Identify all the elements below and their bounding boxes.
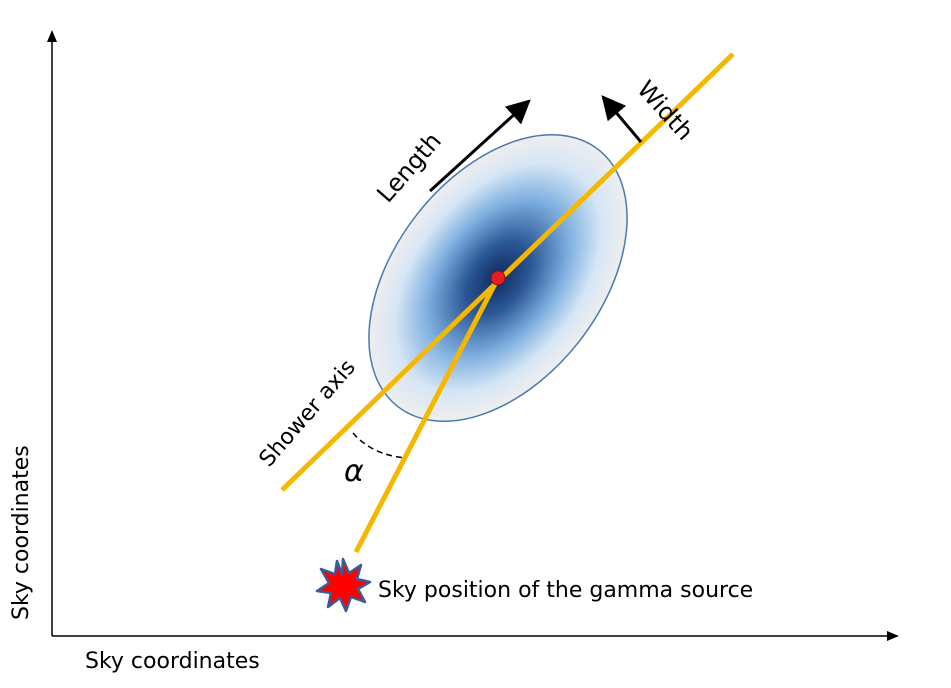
width-arrow [601,95,643,143]
y-axis-title: Sky coordinates [9,445,34,620]
length-arrow [428,99,531,193]
alpha-arc [352,432,407,459]
source-label: Sky position of the gamma source [378,578,753,603]
x-axis-title: Sky coordinates [85,649,260,674]
shower-axis-line [280,52,735,492]
centroid-dot-icon [490,270,506,286]
x-axis-arrow-icon [887,631,899,641]
width-label: Width [632,75,699,146]
y-axis-arrow-icon [47,30,57,42]
source-line [353,276,501,554]
alpha-label: α [344,454,364,489]
source-starburst-icon [315,557,372,613]
axes [47,30,899,641]
